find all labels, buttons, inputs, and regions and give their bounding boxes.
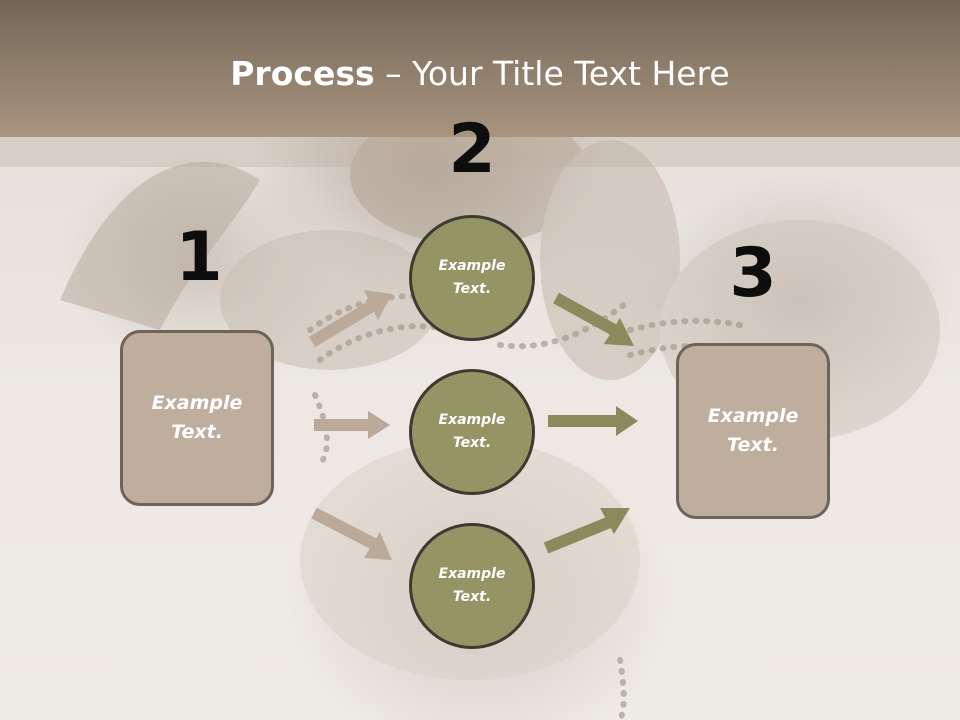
step-number-2: 2	[448, 110, 496, 189]
left-arrow-up	[308, 290, 392, 348]
step-number-3: 3	[729, 234, 777, 313]
title-band	[0, 137, 960, 167]
left-arrow-down	[311, 507, 392, 560]
circle-middle[interactable]: Example Text.	[409, 369, 535, 495]
title-bar	[0, 0, 960, 137]
circle-top-text: Example Text.	[438, 258, 506, 297]
slide-title[interactable]: Process – Your Title Text Here	[0, 52, 960, 96]
circle-middle-text: Example Text.	[438, 412, 506, 451]
left-arrow-middle	[314, 411, 390, 439]
circle-bottom-text: Example Text.	[438, 566, 506, 605]
step-number-1: 1	[175, 218, 223, 297]
right-arrow-middle	[548, 406, 638, 436]
right-arrow-up	[543, 508, 630, 554]
title-bold: Process	[230, 54, 375, 93]
circle-bottom[interactable]: Example Text.	[409, 523, 535, 649]
right-arrow-down	[553, 292, 634, 346]
right-box-text: Example Text.	[707, 405, 799, 456]
circle-top[interactable]: Example Text.	[409, 215, 535, 341]
left-box-text: Example Text.	[151, 392, 243, 443]
left-box[interactable]: Example Text.	[120, 330, 274, 506]
title-rest: – Your Title Text Here	[374, 54, 730, 93]
right-box[interactable]: Example Text.	[676, 343, 830, 519]
